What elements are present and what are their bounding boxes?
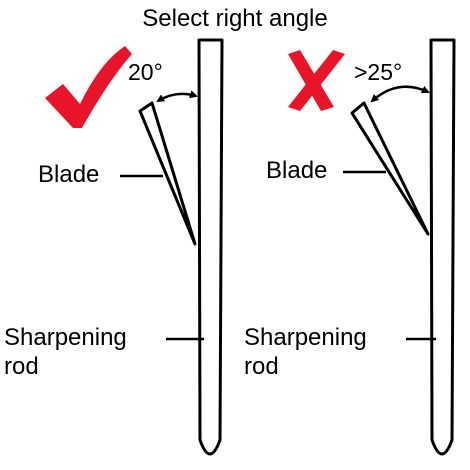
correct-example: 20° Blade Sharpening rod xyxy=(4,38,224,456)
incorrect-example: >25° Blade Sharpening rod xyxy=(244,38,456,456)
blade xyxy=(350,101,430,236)
angle-label: 20° xyxy=(128,59,163,85)
rod-label-line1: Sharpening xyxy=(244,324,367,351)
blade-label: Blade xyxy=(38,161,99,188)
rod-label-line2: rod xyxy=(4,353,39,380)
sharpening-rod xyxy=(197,38,224,456)
cross-mark-icon xyxy=(288,50,345,111)
angle-arc xyxy=(370,85,430,103)
check-mark-icon xyxy=(45,46,132,128)
blade-label: Blade xyxy=(266,157,327,184)
diagram-title: Select right angle xyxy=(142,5,327,32)
sharpening-rod xyxy=(429,38,456,456)
angle-arc xyxy=(156,90,198,103)
rod-label-line2: rod xyxy=(244,353,279,380)
angle-label: >25° xyxy=(354,59,402,85)
blade xyxy=(138,101,197,246)
rod-label-line1: Sharpening xyxy=(4,324,127,351)
